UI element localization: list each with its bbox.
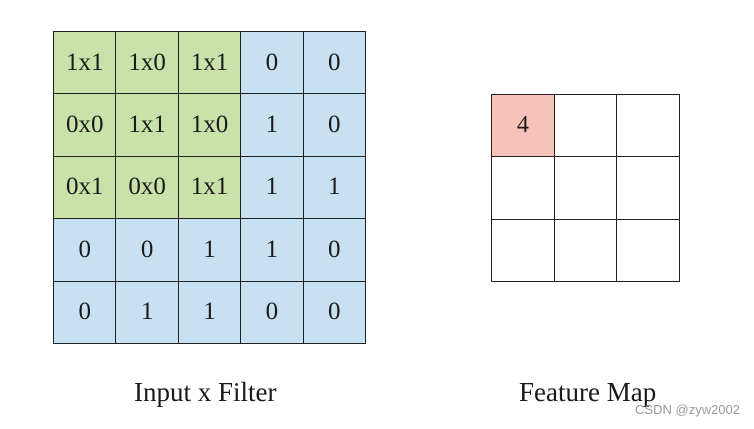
input-caption: Input x Filter <box>134 377 277 407</box>
input-cell: 0 <box>54 281 117 344</box>
input-cell: 1 <box>241 94 304 157</box>
feature-map-grid: 4 <box>491 94 680 282</box>
input-cell: 0 <box>241 281 304 344</box>
feature-cell <box>492 157 555 220</box>
feature-cell <box>492 219 555 282</box>
input-cell: 0 <box>116 219 179 282</box>
feature-cell <box>554 219 618 282</box>
input-cell: 1 <box>178 219 242 282</box>
feature-map-caption: Feature Map <box>519 377 657 407</box>
input-cell: 1x1 <box>178 32 242 95</box>
input-cell: 1 <box>241 156 304 220</box>
feature-cell <box>617 219 680 282</box>
input-cell: 0x0 <box>54 94 117 157</box>
feature-cell <box>554 95 618 158</box>
feature-cell: 4 <box>492 95 555 158</box>
feature-cell <box>554 157 618 220</box>
input-cell: 0 <box>303 219 366 282</box>
input-cell: 0 <box>303 32 366 95</box>
input-cell: 1 <box>303 156 366 220</box>
input-cell: 0 <box>303 281 366 344</box>
feature-cell <box>617 95 680 158</box>
input-cell: 1x1 <box>178 156 242 220</box>
input-cell: 1 <box>241 219 304 282</box>
input-cell: 1x1 <box>54 32 117 95</box>
input-cell: 1 <box>116 281 179 344</box>
input-cell: 1x0 <box>178 94 242 157</box>
input-cell: 1x0 <box>116 32 179 95</box>
input-grid: 1x1 1x0 1x1 0 0 0x0 1x1 1x0 1 0 0x1 0x0 … <box>53 31 366 344</box>
input-cell: 0 <box>303 94 366 157</box>
input-cell: 0x1 <box>54 156 117 220</box>
input-cell: 1 <box>178 281 242 344</box>
input-cell: 0 <box>241 32 304 95</box>
input-cell: 0 <box>54 219 117 282</box>
watermark: CSDN @zyw2002 <box>635 402 740 417</box>
feature-cell <box>617 157 680 220</box>
input-cell: 1x1 <box>116 94 179 157</box>
input-cell: 0x0 <box>116 156 179 220</box>
